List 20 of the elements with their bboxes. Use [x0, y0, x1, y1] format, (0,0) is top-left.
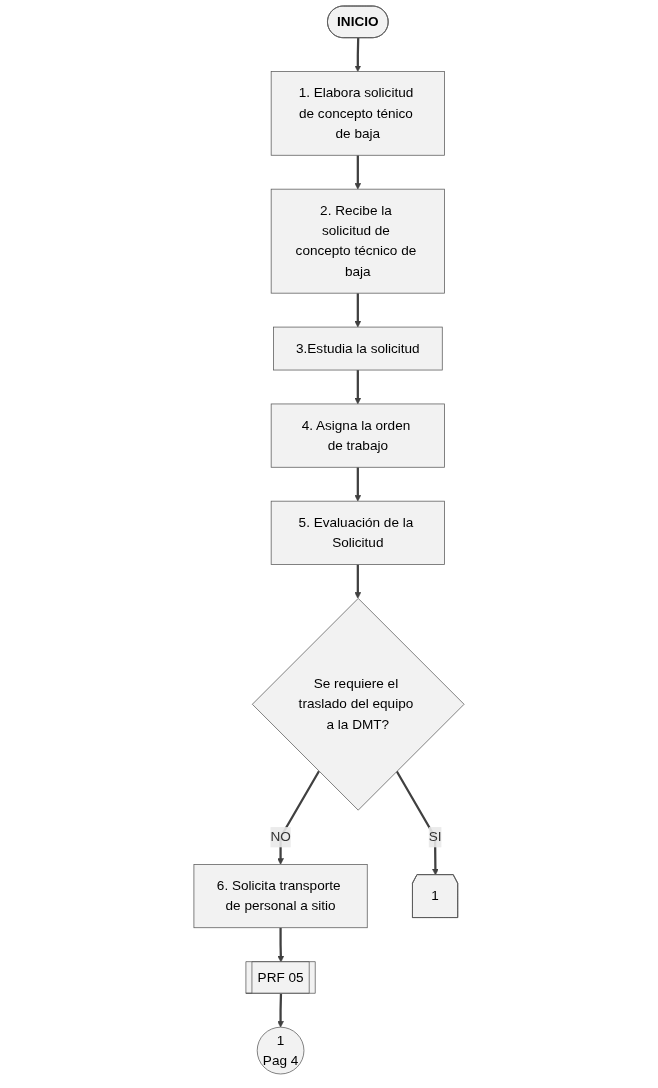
arrow: [395, 770, 439, 876]
node-box: 5. Evaluación de la Solicitud: [270, 500, 445, 565]
node-circle: 1 Pag 4: [256, 1026, 305, 1075]
node-box: 1. Elabora solicitud de concepto ténico de baja: [270, 71, 445, 156]
node-box: 4. Asigna la orden de trabajo: [270, 403, 445, 468]
arrow: [354, 155, 362, 190]
arrow: [277, 927, 285, 963]
arrow: [354, 38, 362, 72]
arrow: [277, 770, 320, 865]
arrow: [354, 467, 362, 502]
node-box: 6. Solicita transporte de personal a sitio: [193, 864, 368, 929]
arrow: [277, 993, 284, 1028]
node-diamond: Se requiere el traslado del equipo a la DMT?: [251, 598, 465, 811]
arrow: [354, 370, 362, 405]
arrow: [354, 564, 362, 599]
edge-label: NO: [270, 829, 291, 845]
node-box: 3.Estudia la solicitud: [273, 326, 443, 371]
arrow: [354, 293, 362, 328]
edge-label: SI: [428, 829, 442, 845]
node-box: 2. Recibe la solicitud de concepto técnico de baja: [270, 188, 445, 294]
